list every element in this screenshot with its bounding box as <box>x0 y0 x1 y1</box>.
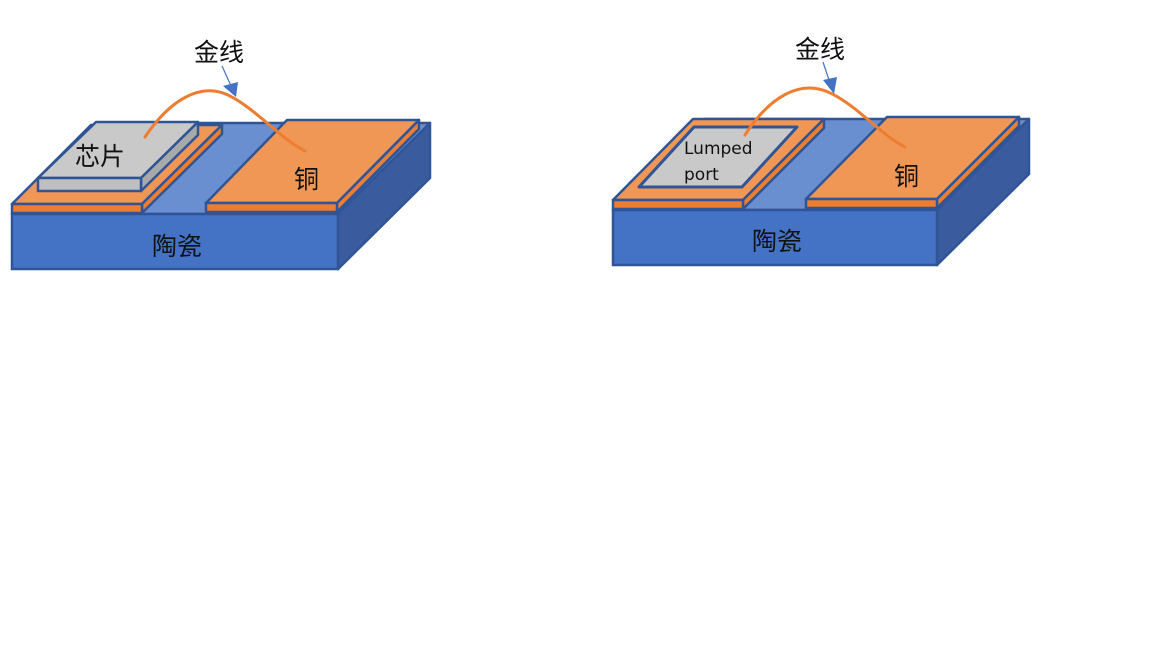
copper-label: 铜 <box>894 162 919 191</box>
chip <box>36 120 200 193</box>
copper-pad-front <box>204 201 339 214</box>
lumped-port <box>637 125 799 189</box>
copper-pad-right <box>204 118 421 214</box>
copper-pad-front <box>10 202 144 215</box>
port-label-line2: port <box>684 165 719 185</box>
ceramic-front-face <box>10 212 340 271</box>
wire-label: 金线 <box>795 35 845 64</box>
chip-front <box>36 176 143 193</box>
copper-label: 铜 <box>294 165 319 194</box>
ceramic-label: 陶瓷 <box>152 232 202 261</box>
ceramic-front-face <box>611 208 939 267</box>
right-diagram: 金线 Lumped port 铜 陶瓷 <box>611 35 1031 267</box>
left-diagram: 金线 芯片 铜 陶瓷 <box>10 38 432 271</box>
gold-wire <box>743 86 907 149</box>
chip-label: 芯片 <box>75 142 125 171</box>
wire-pointer-arrow <box>221 65 238 97</box>
copper-pad-front <box>611 198 745 211</box>
copper-pad-right <box>804 115 1021 210</box>
port-label-line1: Lumped <box>684 139 753 159</box>
wire-label: 金线 <box>194 38 244 67</box>
gold-wire <box>143 89 307 153</box>
wire-pointer-arrow <box>822 61 837 94</box>
ceramic-label: 陶瓷 <box>752 227 802 256</box>
copper-pad-front <box>804 197 939 210</box>
